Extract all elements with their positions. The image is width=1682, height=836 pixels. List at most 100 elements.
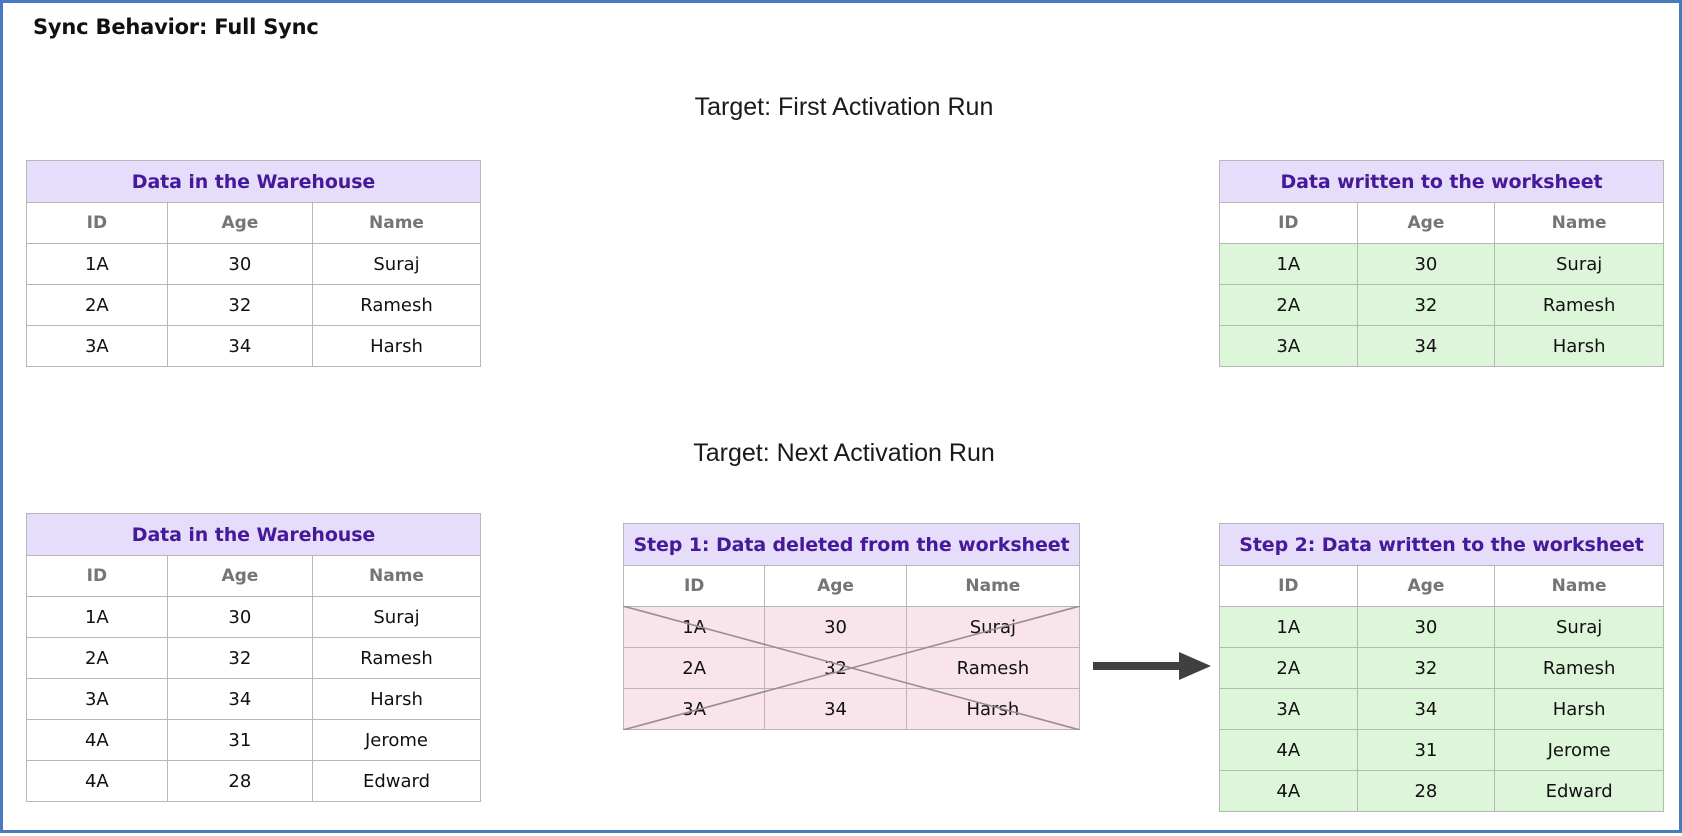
table-row: 2A 32 Ramesh (1219, 647, 1664, 689)
table-row: 2A 32 Ramesh (26, 637, 481, 679)
cell-name: Harsh (1494, 325, 1664, 367)
column-header-age: Age (1356, 565, 1496, 607)
cell-id: 4A (26, 719, 168, 761)
table-caption: Step 1: Data deleted from the worksheet (623, 523, 1080, 566)
table-row: 1A 30 Suraj (622, 606, 1081, 648)
table-written-first-run: Data written to the worksheet ID Age Nam… (1219, 160, 1664, 367)
cell-age: 31 (1356, 729, 1496, 771)
cell-id: 1A (1219, 243, 1358, 285)
section-label-first-activation-run: Target: First Activation Run (694, 93, 994, 121)
column-header-id: ID (26, 202, 168, 244)
table-caption-row: Step 2: Data written to the worksheet (1219, 523, 1664, 566)
table-row: 1A 30 Suraj (26, 596, 481, 638)
table-deleted-next-run: Step 1: Data deleted from the worksheet … (622, 523, 1081, 730)
cell-age: 32 (166, 637, 314, 679)
table-written-next-run: Step 2: Data written to the worksheet ID… (1219, 523, 1664, 812)
table-header-row: ID Age Name (26, 555, 481, 597)
column-header-id: ID (1219, 565, 1358, 607)
cell-id: 4A (26, 760, 168, 802)
table-caption-row: Data in the Warehouse (26, 513, 481, 556)
cell-age: 34 (166, 325, 314, 367)
column-header-name: Name (1494, 565, 1664, 607)
table-warehouse-first-run: Data in the Warehouse ID Age Name 1A 30 … (26, 160, 481, 367)
right-arrow-icon (1093, 648, 1213, 684)
table-row: 2A 32 Ramesh (1219, 284, 1664, 326)
cell-age: 34 (1356, 688, 1496, 730)
section-label-next-activation-run: Target: Next Activation Run (693, 439, 995, 467)
table-row: 3A 34 Harsh (1219, 325, 1664, 367)
table-caption: Data written to the worksheet (1219, 160, 1664, 203)
cell-name: Ramesh (1494, 647, 1664, 689)
cell-age: 31 (166, 719, 314, 761)
cell-age: 28 (166, 760, 314, 802)
column-header-age: Age (1356, 202, 1496, 244)
cell-name: Ramesh (1494, 284, 1664, 326)
cell-age: 32 (166, 284, 314, 326)
cell-name: Suraj (312, 596, 481, 638)
cell-name: Suraj (1494, 606, 1664, 648)
table-caption-row: Step 1: Data deleted from the worksheet (623, 523, 1080, 566)
cell-id: 4A (1219, 770, 1358, 812)
cell-name: Suraj (312, 243, 481, 285)
column-header-age: Age (166, 202, 314, 244)
column-header-name: Name (312, 555, 481, 597)
cell-id: 2A (622, 647, 766, 689)
table-row: 3A 34 Harsh (26, 678, 481, 720)
column-header-id: ID (1219, 202, 1358, 244)
column-header-id: ID (622, 565, 766, 607)
table-row: 1A 30 Suraj (26, 243, 481, 285)
table-caption: Data in the Warehouse (26, 160, 481, 203)
cell-name: Harsh (312, 325, 481, 367)
cell-age: 30 (1356, 243, 1496, 285)
column-header-age: Age (764, 565, 907, 607)
cell-age: 34 (1356, 325, 1496, 367)
table-row: 2A 32 Ramesh (622, 647, 1081, 689)
cell-id: 1A (622, 606, 766, 648)
table-row: 4A 31 Jerome (26, 719, 481, 761)
cell-name: Jerome (1494, 729, 1664, 771)
cell-id: 1A (1219, 606, 1358, 648)
cell-age: 32 (1356, 284, 1496, 326)
table-header-row: ID Age Name (26, 202, 481, 244)
cell-age: 30 (1356, 606, 1496, 648)
cell-age: 34 (166, 678, 314, 720)
table-row: 3A 34 Harsh (26, 325, 481, 367)
table-header-row: ID Age Name (622, 565, 1081, 607)
table-caption-row: Data written to the worksheet (1219, 160, 1664, 203)
cell-name: Jerome (312, 719, 481, 761)
table-row: 4A 28 Edward (1219, 770, 1664, 812)
cell-id: 2A (26, 284, 168, 326)
cell-name: Harsh (1494, 688, 1664, 730)
cell-age: 34 (764, 688, 907, 730)
column-header-name: Name (1494, 202, 1664, 244)
column-header-name: Name (905, 565, 1081, 607)
table-row: 4A 31 Jerome (1219, 729, 1664, 771)
cell-id: 3A (622, 688, 766, 730)
cell-name: Ramesh (905, 647, 1081, 689)
cell-name: Edward (1494, 770, 1664, 812)
cell-name: Ramesh (312, 284, 481, 326)
cell-name: Harsh (312, 678, 481, 720)
cell-id: 3A (26, 325, 168, 367)
cell-id: 3A (1219, 688, 1358, 730)
table-row: 3A 34 Harsh (622, 688, 1081, 730)
cell-id: 3A (26, 678, 168, 720)
cell-name: Harsh (905, 688, 1081, 730)
cell-id: 2A (26, 637, 168, 679)
cell-id: 3A (1219, 325, 1358, 367)
column-header-name: Name (312, 202, 481, 244)
table-caption: Data in the Warehouse (26, 513, 481, 556)
table-row: 2A 32 Ramesh (26, 284, 481, 326)
column-header-id: ID (26, 555, 168, 597)
diagram-canvas: Sync Behavior: Full Sync Target: First A… (3, 3, 1682, 836)
table-caption: Step 2: Data written to the worksheet (1219, 523, 1664, 566)
cell-id: 2A (1219, 647, 1358, 689)
table-caption-row: Data in the Warehouse (26, 160, 481, 203)
cell-age: 32 (1356, 647, 1496, 689)
page-title: Sync Behavior: Full Sync (33, 15, 319, 39)
column-header-age: Age (166, 555, 314, 597)
table-warehouse-next-run: Data in the Warehouse ID Age Name 1A 30 … (26, 513, 481, 802)
cell-age: 30 (166, 596, 314, 638)
table-row: 1A 30 Suraj (1219, 243, 1664, 285)
